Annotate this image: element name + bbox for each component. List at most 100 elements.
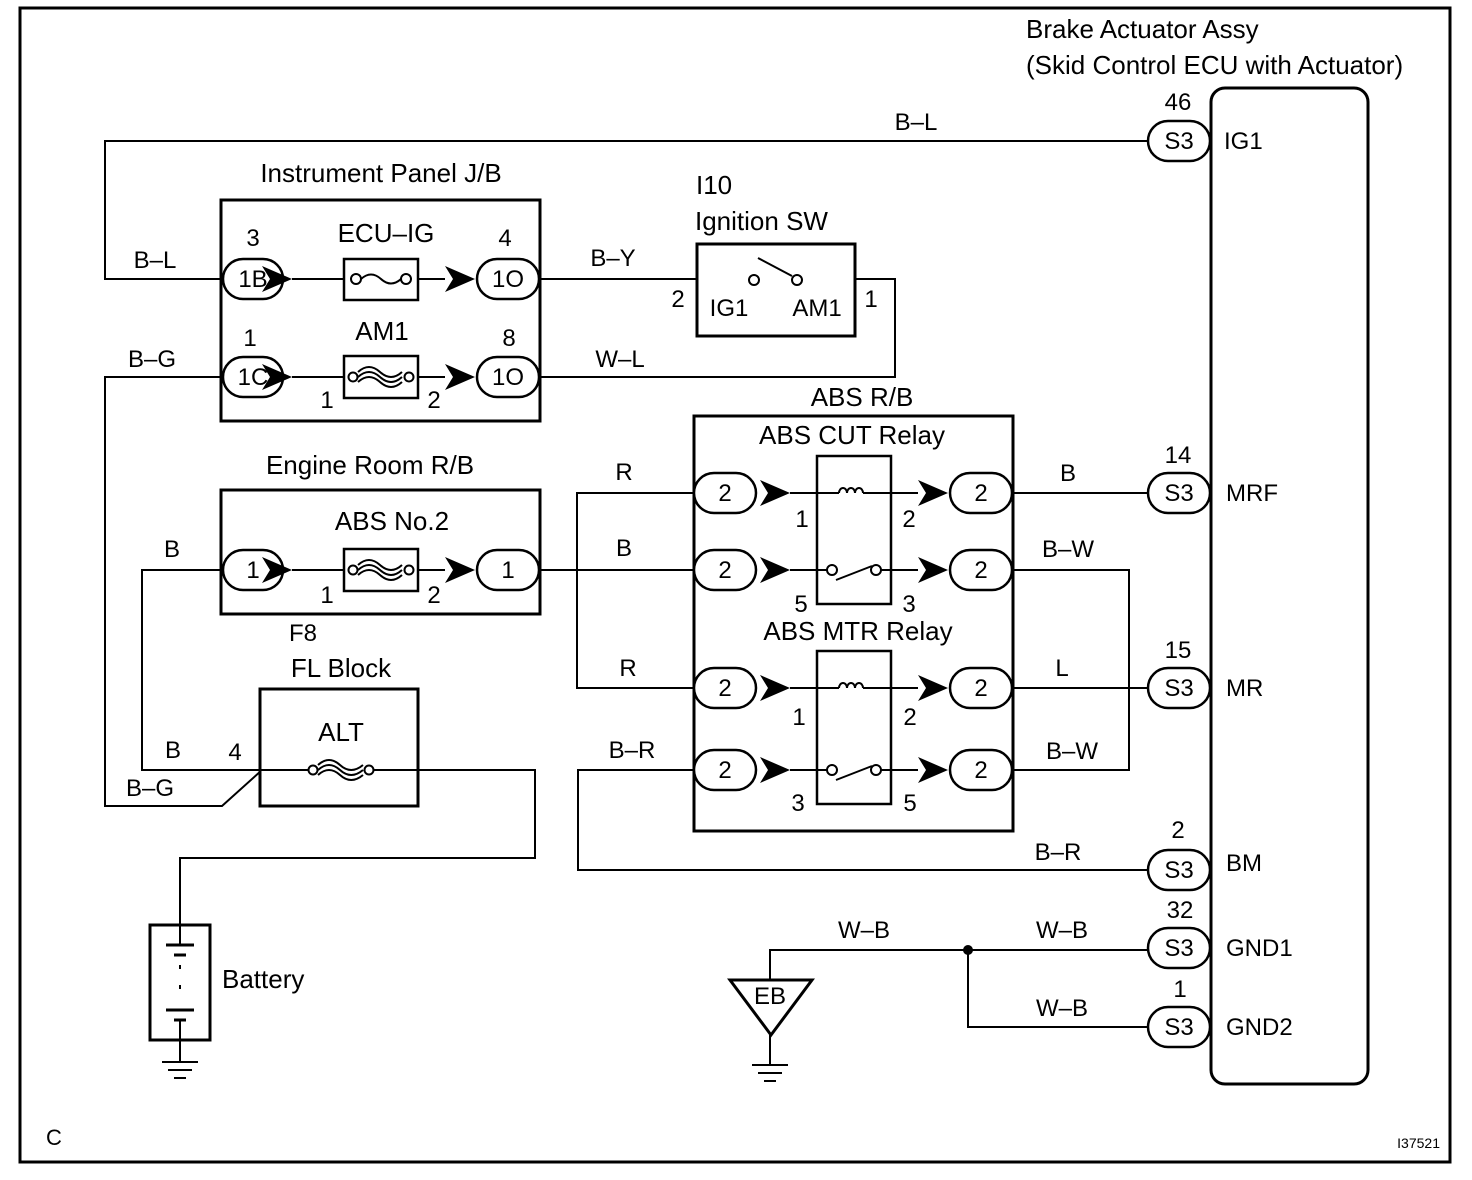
ground-eb: EB [727,978,815,1082]
ecu-pin-gnd1-name: GND1 [1226,935,1293,962]
ignition-sw-code: I10 [696,170,732,200]
abs-no2-pin-right: 2 [427,582,440,609]
ecu-pin-14-conn: S3 [1164,480,1193,507]
ecu-title-line1: Brake Actuator Assy [1026,14,1259,44]
fl-block: FL Block ALT 4 [228,653,420,808]
abs-cut-pin-sw-left: 5 [794,591,807,618]
wire-label-jb-left-top: B–L [134,247,177,274]
wire-label-mtr-coil-in: R [619,655,636,682]
alt-fuse-label: ALT [318,717,364,747]
ecu-pin-2-conn: S3 [1164,857,1193,884]
ecu-pin-15-conn: S3 [1164,675,1193,702]
ecu-pin-gnd2-name: GND2 [1226,1014,1293,1041]
abs-cut-sw-left-conn: 2 [718,557,731,584]
ecu-pin-32-conn: S3 [1164,935,1193,962]
ecu-ig-fuse-label: ECU–IG [338,218,435,248]
connector-1o-bottom-label: 1O [492,364,524,391]
abs-mtr-pin-sw-right: 5 [903,790,916,817]
ecu-ig-pin-right: 4 [498,225,511,252]
abs-no2-pin-left: 1 [320,582,333,609]
ignition-sw-term-ig1: IG1 [710,295,749,322]
connector-1b-label: 1B [238,266,267,293]
abs-mtr-relay-title: ABS MTR Relay [763,616,952,646]
wire-label-cut-sw-out: B–W [1042,536,1094,563]
abs-rb: ABS R/B ABS CUT Relay 2 2 1 2 2 2 5 3 AB… [692,382,1015,833]
connector-1o-top [475,257,541,301]
battery: Battery [148,923,304,1079]
abs-cut-sw-right-conn: 2 [974,557,987,584]
abs-mtr-pin-coil-right: 2 [903,704,916,731]
ignition-sw-pin-right: 1 [864,286,877,313]
abs-cut-pin-coil-left: 1 [795,506,808,533]
ecu-pin-2-num: 2 [1171,817,1184,844]
abs-mtr-coil-left-conn: 2 [718,675,731,702]
wire-label-erb-in: B [164,536,180,563]
abs-cut-pin-sw-right: 3 [902,591,915,618]
ecu-pin-mr-name: MR [1226,675,1263,702]
abs-no2-fuse-label: ABS No.2 [335,506,449,536]
ecu-pin-1-num: 1 [1173,976,1186,1003]
ecu-title-line2: (Skid Control ECU with Actuator) [1026,50,1403,80]
battery-label: Battery [222,964,304,994]
ecu-pin-bm-name: BM [1226,850,1262,877]
abs-cut-relay [815,454,893,606]
wire-label-fl-in-b: B [165,737,181,764]
wire-label-erb-out: B [616,535,632,562]
wire-label-jb-to-ign: B–Y [590,245,635,272]
abs-mtr-relay [815,649,893,806]
am1-fuse-label: AM1 [355,316,408,346]
corner-label: C [46,1125,62,1150]
ecu-pin-46-conn: S3 [1164,128,1193,155]
wire-label-am1-to-ign: W–L [595,346,644,373]
wire-label-jb-left-bottom: B–G [128,346,176,373]
abs-mtr-coil-right-conn: 2 [974,675,987,702]
abs-rb-title: ABS R/B [811,382,914,412]
ecu-pin-15-num: 15 [1165,637,1192,664]
ecu-pin-32-num: 32 [1167,897,1194,924]
brake-actuator-assy: Brake Actuator Assy (Skid Control ECU wi… [1026,14,1403,1086]
battery-ground-icon [162,1061,198,1079]
ignition-sw-pin-left: 2 [671,286,684,313]
instrument-panel-jb-title: Instrument Panel J/B [260,158,501,188]
eb-ground-icon [752,1064,788,1082]
ecu-pin-46-num: 46 [1165,89,1192,116]
wire-label-cut-coil-in: R [615,459,632,486]
connector-1c-label: 1C [238,364,269,391]
abs-cut-coil-left-conn: 2 [718,480,731,507]
am1-pin-right: 8 [502,325,515,352]
wire-label-ground-left: W–B [838,917,890,944]
wire-label-gnd2: W–B [1036,995,1088,1022]
erb-connector-left-label: 1 [246,557,259,584]
erb-connector-right [475,548,541,592]
ecu-pin-mrf-name: MRF [1226,480,1278,507]
ignition-sw-title: Ignition SW [695,206,828,236]
ecu-ig-pin-left: 3 [246,225,259,252]
abs-cut-coil-right-conn: 2 [974,480,987,507]
am1-pin-left: 1 [243,325,256,352]
am1-fuse-pin-right: 2 [427,387,440,414]
fl-block-pin: 4 [228,739,241,766]
instrument-panel-jb: Instrument Panel J/B ECU–IG 3 4 1B 1O AM… [219,158,542,423]
figure-id: I37521 [1397,1135,1440,1151]
abs-cut-relay-title: ABS CUT Relay [759,420,945,450]
connector-1o-bottom [475,355,541,399]
wire-label-bm: B–R [1035,839,1082,866]
abs-cut-pin-coil-right: 2 [902,506,915,533]
wire-label-ig1-top: B–L [895,109,938,136]
engine-room-rb: Engine Room R/B ABS No.2 1 1 1 2 F8 [219,450,542,647]
wire-label-mr: L [1055,655,1068,682]
abs-mtr-pin-sw-left: 3 [791,790,804,817]
engine-room-rb-title: Engine Room R/B [266,450,474,480]
abs-mtr-pin-coil-left: 1 [792,704,805,731]
wire-label-fl-in-bg: B–G [126,775,174,802]
diagram-frame [18,6,1452,1164]
abs-mtr-sw-right-conn: 2 [974,757,987,784]
ground-eb-label: EB [754,983,786,1010]
ecu-pin-1-conn: S3 [1164,1014,1193,1041]
ignition-switch: I10 Ignition SW 2 1 IG1 AM1 [671,170,878,338]
f8-connector-code: F8 [289,620,317,647]
fl-block-title: FL Block [291,653,392,683]
wire-label-mtr-sw-in: B–R [609,737,656,764]
wires [104,140,1148,1065]
